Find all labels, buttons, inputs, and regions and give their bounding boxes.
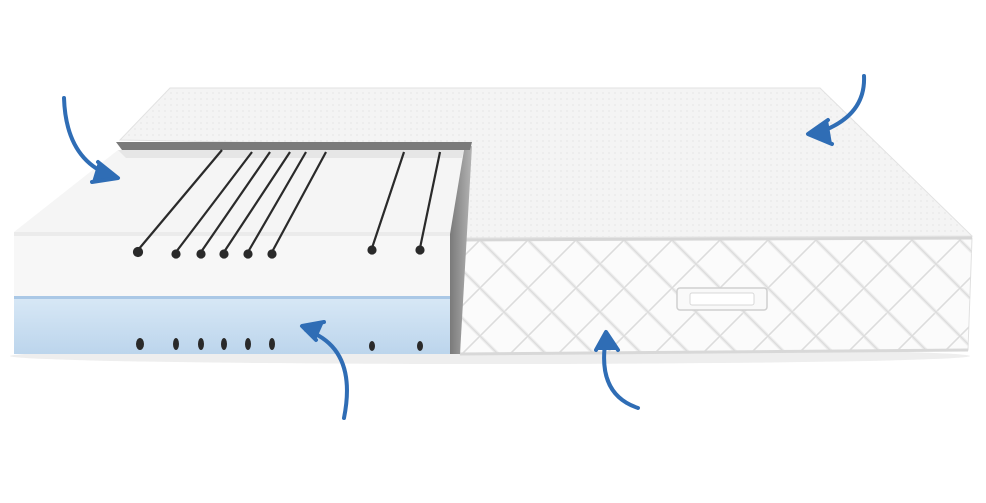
curved-arrow-icon (594, 330, 640, 410)
handle-icon (676, 287, 768, 311)
cover-cut-rim (116, 142, 472, 150)
ventilation-rods (132, 149, 442, 259)
foam-gel-layer (14, 296, 450, 354)
foam-top-face (14, 150, 464, 234)
gel-channel-holes (136, 338, 423, 351)
curved-arrow-icon (62, 96, 120, 184)
curved-arrow-icon (806, 74, 867, 146)
foam-white-layer (14, 232, 450, 296)
curved-arrow-icon (300, 320, 349, 420)
